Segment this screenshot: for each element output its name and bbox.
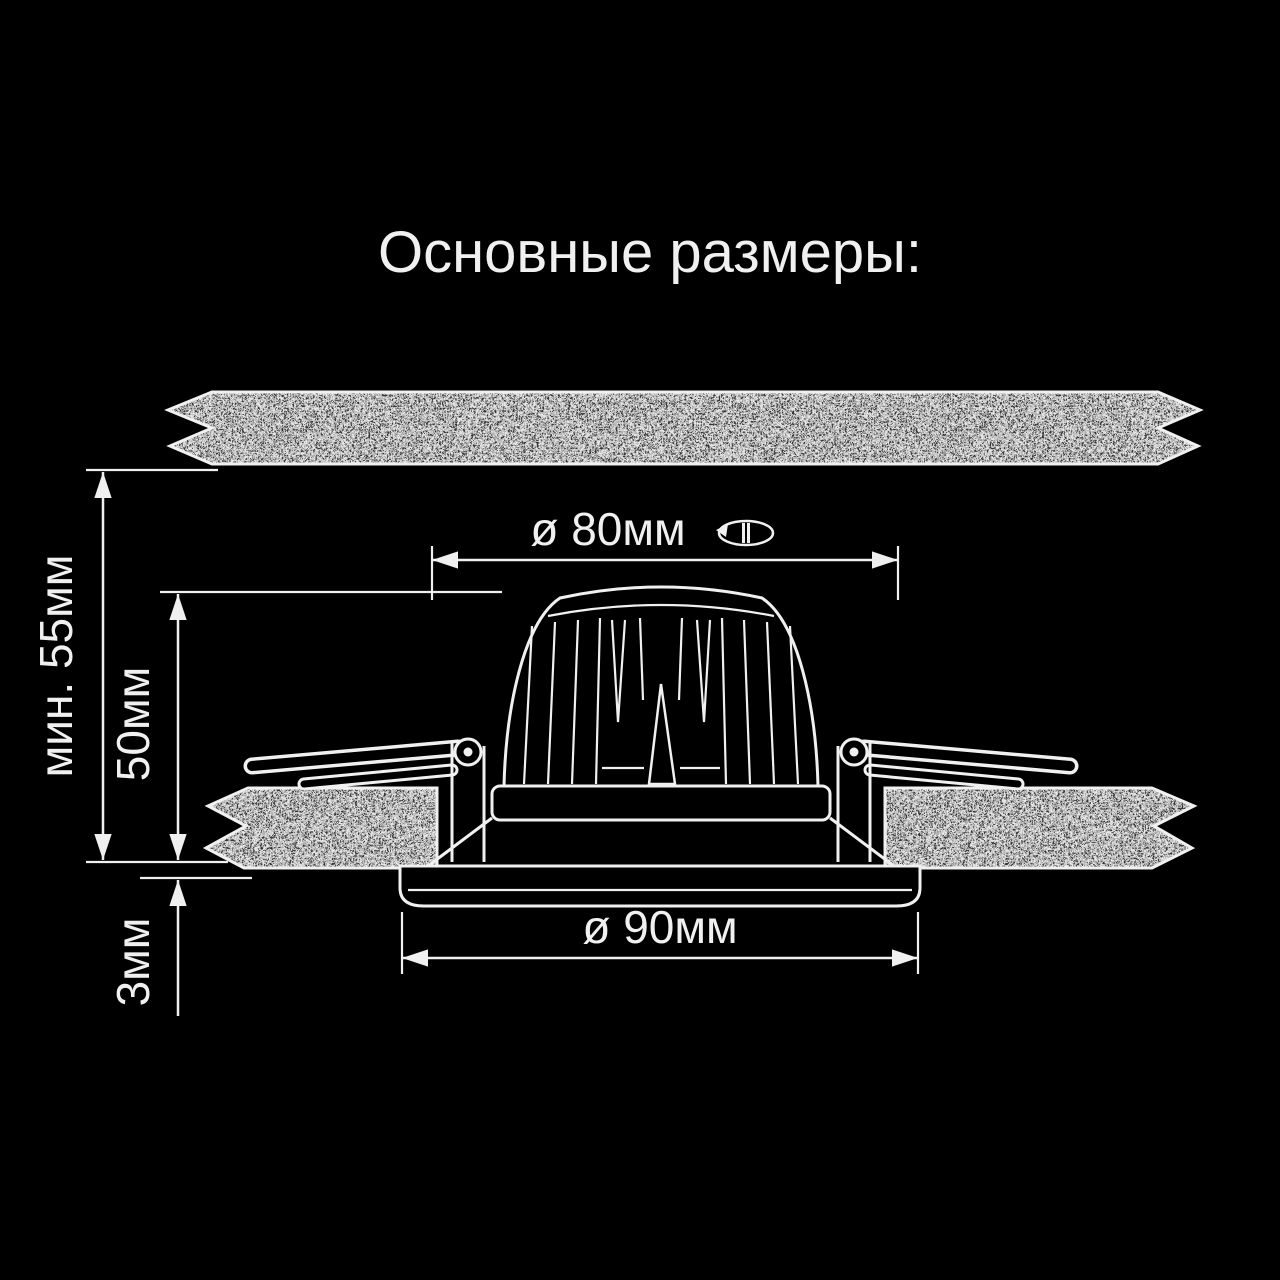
outer-diameter-label: ø 90мм — [582, 901, 737, 953]
ceiling-right-section — [883, 786, 1196, 870]
ceiling-left-section — [204, 786, 439, 870]
reflector-cone — [647, 683, 677, 786]
dimension-outer-diameter: ø 90мм — [400, 901, 920, 974]
page-title: Основные размеры: — [378, 220, 922, 285]
dimension-hole-diameter: ø 80мм — [430, 503, 900, 600]
body-side-left — [427, 816, 493, 868]
screw-rotation-icon — [716, 519, 775, 547]
hole-diameter-label: ø 80мм — [530, 503, 685, 555]
ceiling-top-section — [166, 390, 1202, 466]
dimension-trim-height: 3мм — [107, 876, 252, 1016]
trim-bezel — [398, 864, 922, 908]
dimension-body-height: 50мм — [107, 590, 502, 860]
heatsink-fins — [522, 617, 800, 785]
mounting-plate — [490, 784, 832, 822]
min-depth-label: мин. 55мм — [30, 555, 82, 778]
trim-height-label: 3мм — [107, 918, 159, 1007]
heatsink-inner-arc — [547, 603, 775, 618]
body-side-right — [829, 816, 895, 868]
dimension-min-depth: мин. 55мм — [30, 468, 228, 864]
lamp-body — [398, 585, 922, 908]
body-height-label: 50мм — [107, 667, 159, 781]
